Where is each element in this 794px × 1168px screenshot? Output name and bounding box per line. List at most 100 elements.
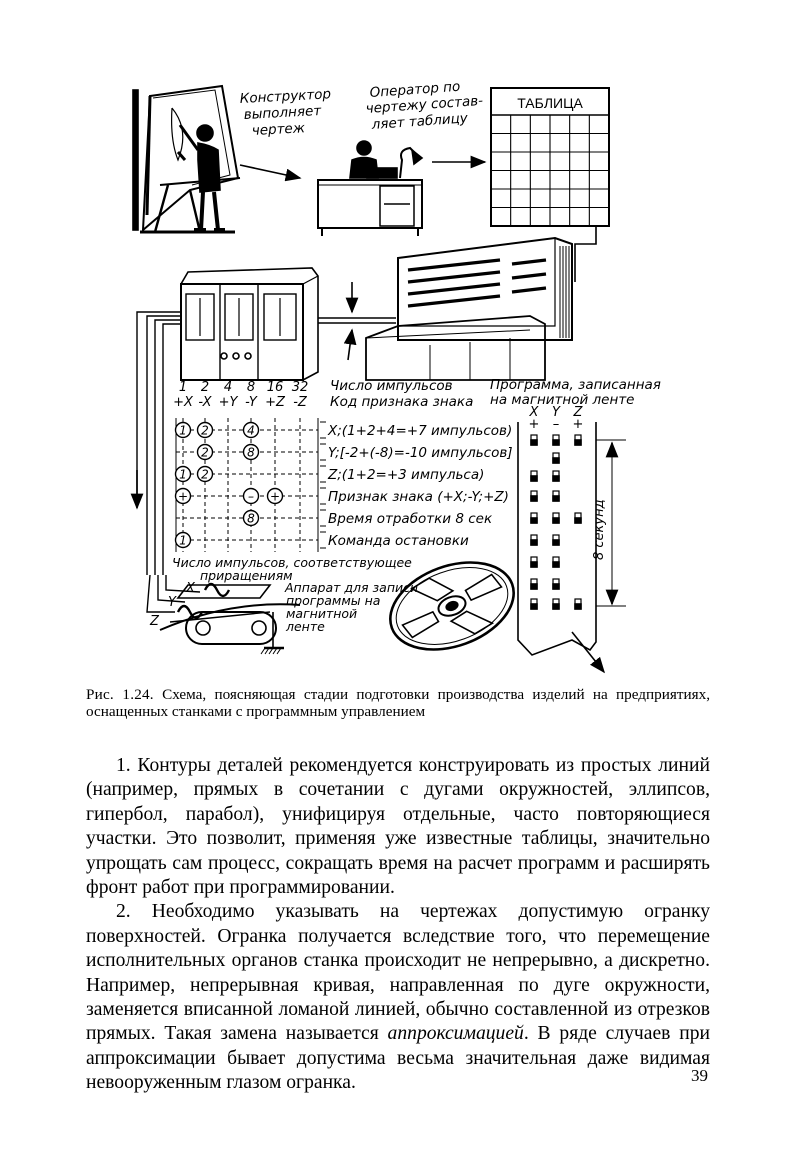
pulse-circle: [242, 421, 260, 439]
caption-text: Схема, поясняющая стадии подготовки прои…: [86, 686, 710, 720]
term-approximation: аппроксимацией: [387, 1023, 524, 1045]
label-pulse-count: Число импульсов: [330, 378, 453, 394]
channel-sign-5: +Z: [265, 395, 286, 410]
label-program-line-2: на магнитной ленте: [490, 392, 635, 408]
pulse-circle-label: 2: [201, 446, 209, 460]
pulse-circle-label: 4: [247, 424, 255, 438]
channel-number-6: 32: [292, 380, 309, 395]
label-operator-line-3: ляет таблицу: [370, 110, 469, 133]
tape-axis-x: X: [529, 405, 540, 420]
pulse-circle-label: 2: [201, 424, 209, 438]
ground-hatch-line: [264, 647, 270, 655]
tape-mark-fill: [552, 561, 560, 568]
grid-label-6: Команда остановки: [328, 533, 469, 549]
label-sign-code: Код признака знака: [330, 394, 473, 410]
label-designer-line-3: чертеж: [251, 120, 306, 139]
tape-mark-fill: [530, 495, 538, 502]
pulse-circle: [196, 421, 214, 439]
ground-hatch-line: [272, 647, 278, 655]
channel-number-5: 16: [267, 380, 284, 395]
magnetic-tape-reel-illustration: [389, 561, 515, 651]
grid-label-4: Признак знака (+X;-Y;+Z): [328, 489, 509, 505]
ground-hatch-line: [268, 647, 274, 655]
tape-mark-fill: [574, 603, 582, 610]
channel-sign-1: +X: [173, 395, 194, 410]
label-designer-line-2: выполняет: [243, 103, 322, 123]
grid-label-bracket: [320, 531, 326, 549]
pulse-circle-label: 1: [179, 534, 187, 548]
paragraph-2: 2. Необходимо указывать на чертежах допу…: [86, 900, 710, 1095]
channel-sign-3: +Y: [219, 395, 239, 410]
pulse-circle-label: 8: [247, 512, 255, 526]
paragraph-2-part-2: . В ряде случаев при аппроксимации бывае…: [86, 1023, 710, 1094]
tape-sign-2: –: [553, 417, 560, 432]
channel-number-2: 2: [201, 380, 209, 395]
tape-mark-fill: [552, 517, 560, 524]
body-text: 1. Контуры деталей рекомендуется констру…: [86, 754, 710, 1096]
label-operator-line-1: Оператор по: [369, 79, 461, 101]
pulse-circle: [174, 487, 192, 505]
pulse-circle: [196, 465, 214, 483]
operator-desk-illustration: [317, 140, 424, 236]
label-recorder-line-1: Аппарат для записи: [284, 580, 418, 595]
tape-mark-fill: [530, 475, 538, 482]
tape-sign-1: +: [529, 417, 540, 432]
designer-drawing-board-illustration: [132, 84, 241, 234]
tape-mark-fill: [552, 603, 560, 610]
grid-label-bracket: [320, 465, 326, 483]
pulse-circle: [174, 465, 192, 483]
figure-caption: Рис. 1.24. Схема, поясняющая стадии подг…: [86, 686, 710, 720]
tape-mark-fill: [530, 439, 538, 446]
pulse-circle: [174, 531, 192, 549]
pulse-circle-label: 2: [201, 468, 209, 482]
ground-hatch-line: [276, 647, 282, 655]
label-pulses-increments-line-1: Число импульсов, соответствующее: [172, 555, 412, 570]
pulse-circle: [242, 487, 260, 505]
grid-label-3: Z;(1+2=+3 импульса): [327, 467, 484, 483]
channel-sign-2: -X: [198, 395, 212, 410]
channel-number-4: 8: [247, 380, 255, 395]
pulse-circle-label: +: [270, 490, 280, 504]
tape-mark-fill: [530, 603, 538, 610]
tape-mark-fill: [530, 583, 538, 590]
tape-mark-fill: [552, 475, 560, 482]
control-cabinet-illustration: [180, 267, 319, 381]
tape-mark-fill: [552, 495, 560, 502]
grid-label-5: Время отработки 8 сек: [328, 511, 493, 527]
pulse-circle-label: 8: [247, 446, 255, 460]
tape-mark-fill: [574, 517, 582, 524]
program-preparation-machine-illustration: [365, 236, 573, 381]
grid-label-bracket: [320, 421, 326, 439]
tape-recorder-illustration: [146, 574, 301, 655]
grid-label-2: Y;[-2+(-8)=-10 импульсов]: [328, 445, 513, 461]
axis-letter-x: X: [185, 581, 196, 596]
page-number: 39: [691, 1066, 708, 1085]
label-program-line-1: Программа, записанная: [490, 377, 661, 393]
axis-letter-y: Y: [168, 595, 177, 610]
label-eight-seconds: 8 секунд: [592, 499, 607, 560]
table-title: ТАБЛИЦА: [517, 95, 583, 111]
label-designer-line-1: Конструктор: [239, 86, 331, 107]
tape-mark-fill: [552, 583, 560, 590]
tape-mark-fill: [552, 457, 560, 464]
tape-mark-fill: [552, 539, 560, 546]
pulse-circle: [266, 487, 284, 505]
channel-number-1: 1: [179, 380, 187, 395]
pulse-circle-label: –: [248, 490, 254, 504]
pulse-circle-label: +: [178, 490, 188, 504]
caption-label: Рис. 1.24.: [86, 686, 154, 703]
paragraph-1: 1. Контуры деталей рекомендуется констру…: [86, 755, 710, 899]
channel-sign-4: -Y: [245, 395, 258, 410]
grid-label-bracket: [320, 487, 326, 505]
pulse-circle: [242, 509, 260, 527]
ground-hatch-line: [260, 647, 266, 655]
label-recorder-line-4: ленте: [285, 619, 325, 634]
channel-sign-6: -Z: [293, 395, 308, 410]
grid-label-bracket: [320, 509, 326, 527]
paragraph-2-part-1: 2. Необходимо указывать на чертежах допу…: [86, 901, 710, 1045]
pulse-circle-label: 1: [179, 424, 187, 438]
tape-mark-fill: [530, 561, 538, 568]
tape-sign-3: +: [573, 417, 584, 432]
channel-number-3: 4: [224, 380, 232, 395]
magnetic-tape-strip: [517, 422, 605, 674]
